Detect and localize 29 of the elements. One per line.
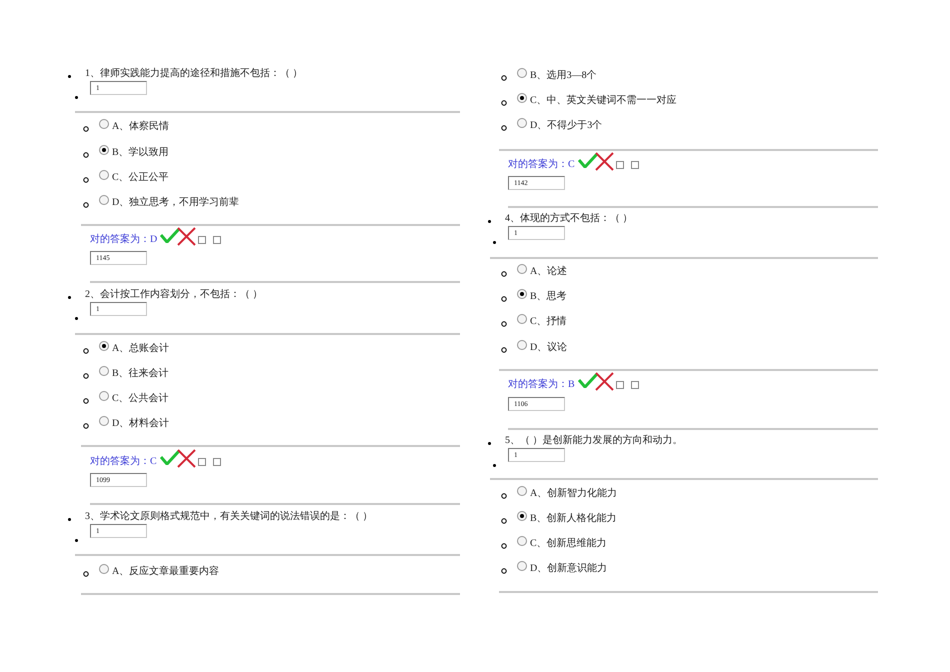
option-text: D、议论 xyxy=(530,341,568,355)
option-text: C、中、英文关键词不需一一对应 xyxy=(530,94,677,108)
option-text: A、总账会计 xyxy=(112,342,170,356)
option-text: C、创新思维能力 xyxy=(530,537,607,551)
question-text: 5、（ ）是创新能力发展的方向和动力。 xyxy=(505,434,682,448)
option-text: A、论述 xyxy=(530,265,568,279)
question-text: 2、会计按工作内容划分，不包括：（ ） xyxy=(85,288,262,302)
option-text: C、公共会计 xyxy=(112,392,169,406)
option-text: B、学以致用 xyxy=(112,146,169,160)
option-text: D、创新意识能力 xyxy=(530,562,608,576)
question-text: 4、体现的方式不包括：（ ） xyxy=(505,212,632,226)
correct-answer-text: 对的答案为：C xyxy=(90,455,157,469)
question-text: 3、学术论文原则格式规范中，有关关键词的说法错误的是：（ ） xyxy=(85,510,372,524)
option-text: B、创新人格化能力 xyxy=(530,512,617,526)
option-text: A、体察民情 xyxy=(112,120,170,134)
option-text: C、公正公平 xyxy=(112,171,169,185)
option-text: C、抒情 xyxy=(530,315,567,329)
option-text: B、思考 xyxy=(530,290,567,304)
correct-answer-text: 对的答案为：B xyxy=(508,378,575,392)
option-text: D、不得少于3个 xyxy=(530,119,602,133)
option-text: A、创新智力化能力 xyxy=(530,487,618,501)
option-text: A、反应文章最重要内容 xyxy=(112,565,220,579)
question-text: 1、律师实践能力提高的途径和措施不包括：（ ） xyxy=(85,67,302,81)
option-text: B、往来会计 xyxy=(112,367,169,381)
correct-answer-text: 对的答案为：C xyxy=(508,158,575,172)
correct-answer-text: 对的答案为：D xyxy=(90,233,158,247)
option-text: D、独立思考，不用学习前辈 xyxy=(112,196,240,210)
option-text: D、材料会计 xyxy=(112,417,170,431)
option-text: B、选用3—8个 xyxy=(530,69,597,83)
